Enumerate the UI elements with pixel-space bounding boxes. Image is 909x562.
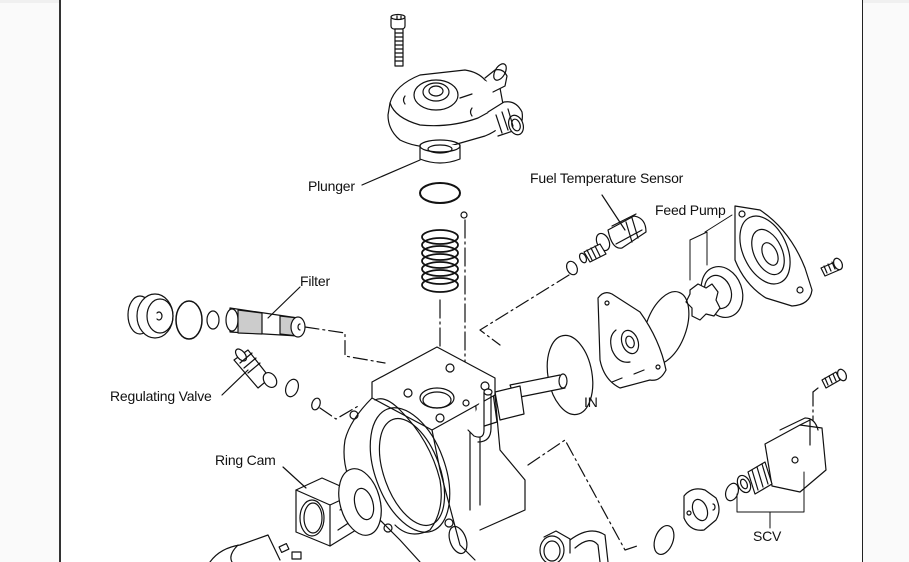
label-in-port: IN: [584, 394, 598, 410]
label-scv: SCV: [753, 528, 782, 544]
plunger-part: [361, 139, 461, 186]
scv-o-ring-large: [653, 524, 675, 556]
regulating-valve-small-ring: [311, 397, 321, 411]
filter-o-ring-large: [175, 300, 203, 340]
pump-housing-part: [343, 346, 526, 562]
small-ball: [460, 211, 468, 219]
filter-o-ring-small: [206, 310, 220, 330]
label-plunger: Plunger: [308, 178, 355, 194]
spring-part: [421, 229, 459, 293]
top-bolt-part: [390, 13, 406, 67]
label-feed-pump: Feed Pump: [655, 202, 726, 218]
frame-border-left: [59, 0, 61, 562]
filter-part: [225, 286, 386, 364]
label-fuel-temperature-sensor: Fuel Temperature Sensor: [530, 170, 684, 186]
drive-shaft-part: [209, 534, 302, 562]
pipe-fitting-part: [539, 530, 609, 562]
axis-line: [319, 404, 361, 420]
label-regulating-valve: Regulating Valve: [110, 388, 212, 404]
scv-part: [736, 368, 848, 529]
scv-gasket-part: [683, 488, 720, 531]
fuel-temperature-sensor-part: [479, 194, 647, 346]
pump-head-part: [387, 63, 525, 148]
frame-border-right: [862, 0, 863, 562]
scv-o-ring-small: [724, 482, 740, 502]
label-filter: Filter: [300, 273, 330, 289]
axis-line: [527, 439, 641, 551]
label-ring-cam: Ring Cam: [215, 452, 276, 468]
regulating-valve-part: [221, 348, 278, 396]
flange-part: [338, 468, 382, 536]
feed-pump-cover-part: [734, 205, 844, 307]
plunger-o-ring: [419, 182, 461, 204]
regulating-valve-o-ring: [284, 378, 300, 398]
filter-plug-part: [127, 293, 174, 339]
feed-pump-plate-part: [597, 292, 667, 389]
feed-pump-gears-part: [685, 214, 744, 321]
